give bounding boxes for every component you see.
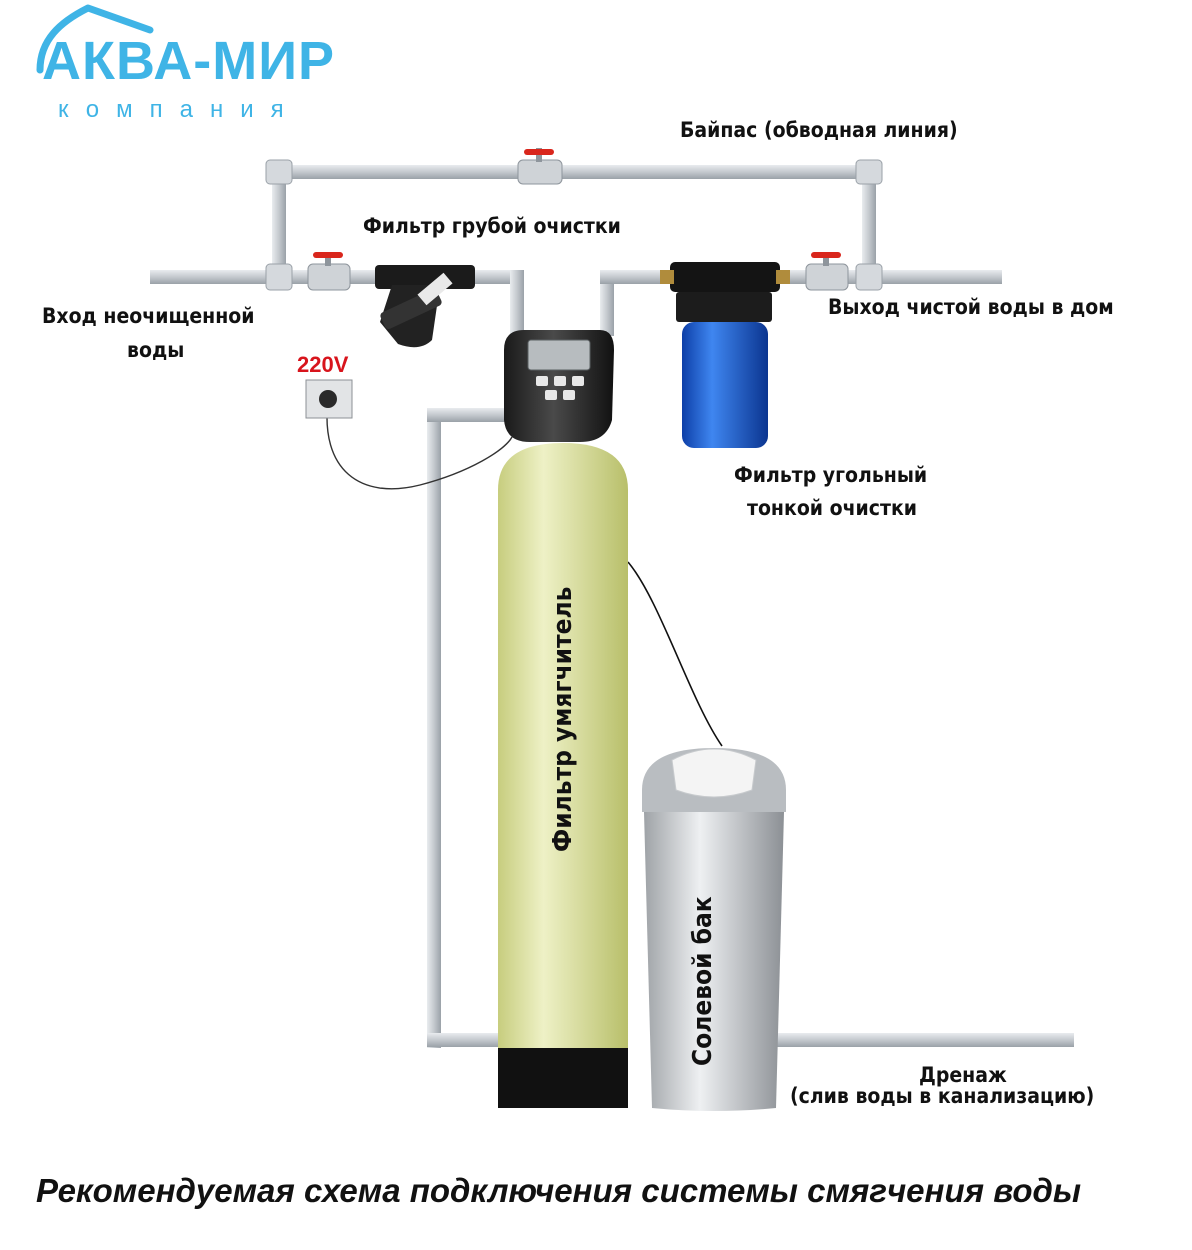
coarse-filter-label: Фильтр грубой очистки xyxy=(363,214,621,238)
outlet-label: Выход чистой воды в дом xyxy=(828,295,1114,319)
voltage-label: 220V xyxy=(297,352,349,377)
control-valve-head xyxy=(504,330,614,442)
inlet-label-line2: воды xyxy=(127,338,185,362)
coarse-filter-icon xyxy=(375,265,475,348)
logo-house-icon xyxy=(36,4,154,74)
softener-label: Фильтр умягчитель xyxy=(548,586,578,852)
brine-tank-label: Солевой бак xyxy=(688,896,718,1066)
carbon-filter-label-line2: тонкой очистки xyxy=(747,496,918,520)
inlet-label-line1: Вход неочищенной xyxy=(42,304,255,328)
outlet-valve-icon xyxy=(805,252,849,291)
drain-label-line2: (слив воды в канализацию) xyxy=(790,1084,1095,1108)
power-cable xyxy=(326,399,513,490)
carbon-filter-label-line1: Фильтр угольный xyxy=(734,463,928,487)
carbon-filter-icon xyxy=(660,262,790,448)
power-socket-icon xyxy=(305,379,353,419)
bypass-valve-icon xyxy=(517,148,563,185)
logo-name: АКВА-МИР xyxy=(42,31,336,91)
brine-line xyxy=(627,561,723,747)
bypass-label: Байпас (обводная линия) xyxy=(680,118,958,142)
drain-label-line1: Дренаж xyxy=(919,1063,1007,1087)
diagram-caption: Рекомендуемая схема подключения системы … xyxy=(36,1172,1082,1209)
softener-tank xyxy=(498,443,628,1108)
inlet-valve-icon xyxy=(307,252,351,291)
logo-subtitle: компания xyxy=(58,96,301,123)
brine-tank xyxy=(642,748,786,1111)
bypass-pipe xyxy=(265,159,883,277)
